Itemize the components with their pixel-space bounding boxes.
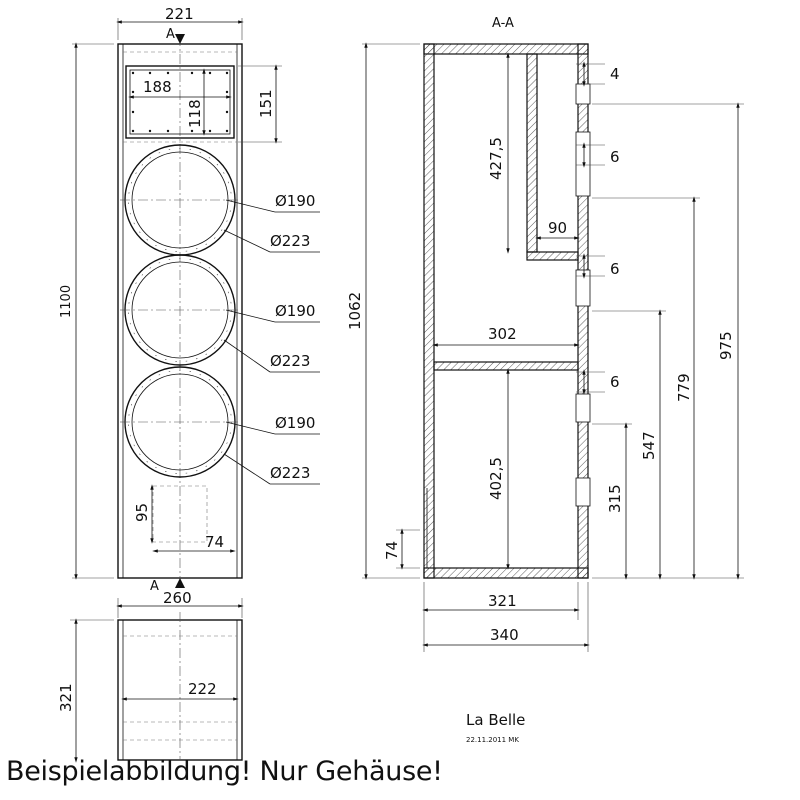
driver-cutout-3 — [120, 366, 240, 478]
top-width-260-label: 260 — [163, 589, 192, 607]
driver-2-inner-label: Ø190 — [275, 302, 315, 320]
port-width-74-label: 74 — [205, 533, 224, 551]
top-inner-width-222-label: 222 — [188, 680, 217, 698]
height-779-label: 779 — [675, 373, 693, 402]
width-221-label: 221 — [165, 5, 194, 23]
section-inner-panel — [526, 53, 538, 253]
section-front-baffle — [577, 43, 589, 579]
lower-chamber-402-label: 402,5 — [487, 457, 505, 500]
driver-3-outer-label: Ø223 — [270, 464, 310, 482]
port-height-95-label: 95 — [133, 503, 151, 522]
thickness-6-label-3: 6 — [610, 373, 620, 391]
inner-panel-90-label: 90 — [548, 219, 567, 237]
section-top-panel — [423, 43, 589, 55]
section-bottom-panel — [423, 567, 589, 579]
section-inner-shelf — [526, 251, 579, 261]
panel-offset-151-label: 151 — [257, 89, 275, 118]
driver-2-outer-label: Ø223 — [270, 352, 310, 370]
driver-cutout-1 — [120, 144, 240, 256]
front-view: A A 221 1100 188 118 151 Ø190 Ø223 Ø190 — [59, 5, 320, 594]
height-547-label: 547 — [640, 431, 658, 460]
section-height-1062-label: 1062 — [346, 292, 364, 330]
title-block: La Belle 22.11.2011 MK — [466, 711, 525, 744]
foot-74-label: 74 — [383, 541, 401, 560]
section-view: A-A 1062 427,5 90 302 — [346, 16, 744, 652]
section-divider-shelf — [433, 361, 579, 371]
driver-1-inner-label: Ø190 — [275, 192, 315, 210]
terminal-panel — [125, 65, 235, 139]
top-view: 260 222 321 — [57, 589, 244, 763]
thickness-4-label: 4 — [610, 65, 620, 83]
height-315-label: 315 — [606, 484, 624, 513]
shelf-width-302-label: 302 — [488, 325, 517, 343]
drawing-title: La Belle — [466, 711, 525, 729]
drawing-date: 22.11.2011 MK — [466, 736, 519, 744]
height-975-label: 975 — [717, 331, 735, 360]
section-title: A-A — [492, 16, 514, 31]
driver-3-inner-label: Ø190 — [275, 414, 315, 432]
height-1100-label: 1100 — [59, 285, 74, 318]
top-depth-321-label: 321 — [57, 683, 75, 712]
depth-321-label: 321 — [488, 592, 517, 610]
depth-340-label: 340 — [490, 626, 519, 644]
thickness-6-label-1: 6 — [610, 148, 620, 166]
driver-cutout-2 — [120, 254, 240, 366]
section-marker-top: A — [166, 27, 175, 42]
panel-width-188-label: 188 — [143, 78, 172, 96]
driver-1-outer-label: Ø223 — [270, 232, 310, 250]
upper-chamber-427-label: 427,5 — [487, 137, 505, 180]
thickness-6-label-2: 6 — [610, 260, 620, 278]
section-rear-wall — [423, 43, 435, 579]
panel-height-118-label: 118 — [186, 99, 204, 128]
caption-text: Beispielabbildung! Nur Gehäuse! — [6, 756, 443, 787]
section-marker-bottom: A — [150, 579, 159, 594]
